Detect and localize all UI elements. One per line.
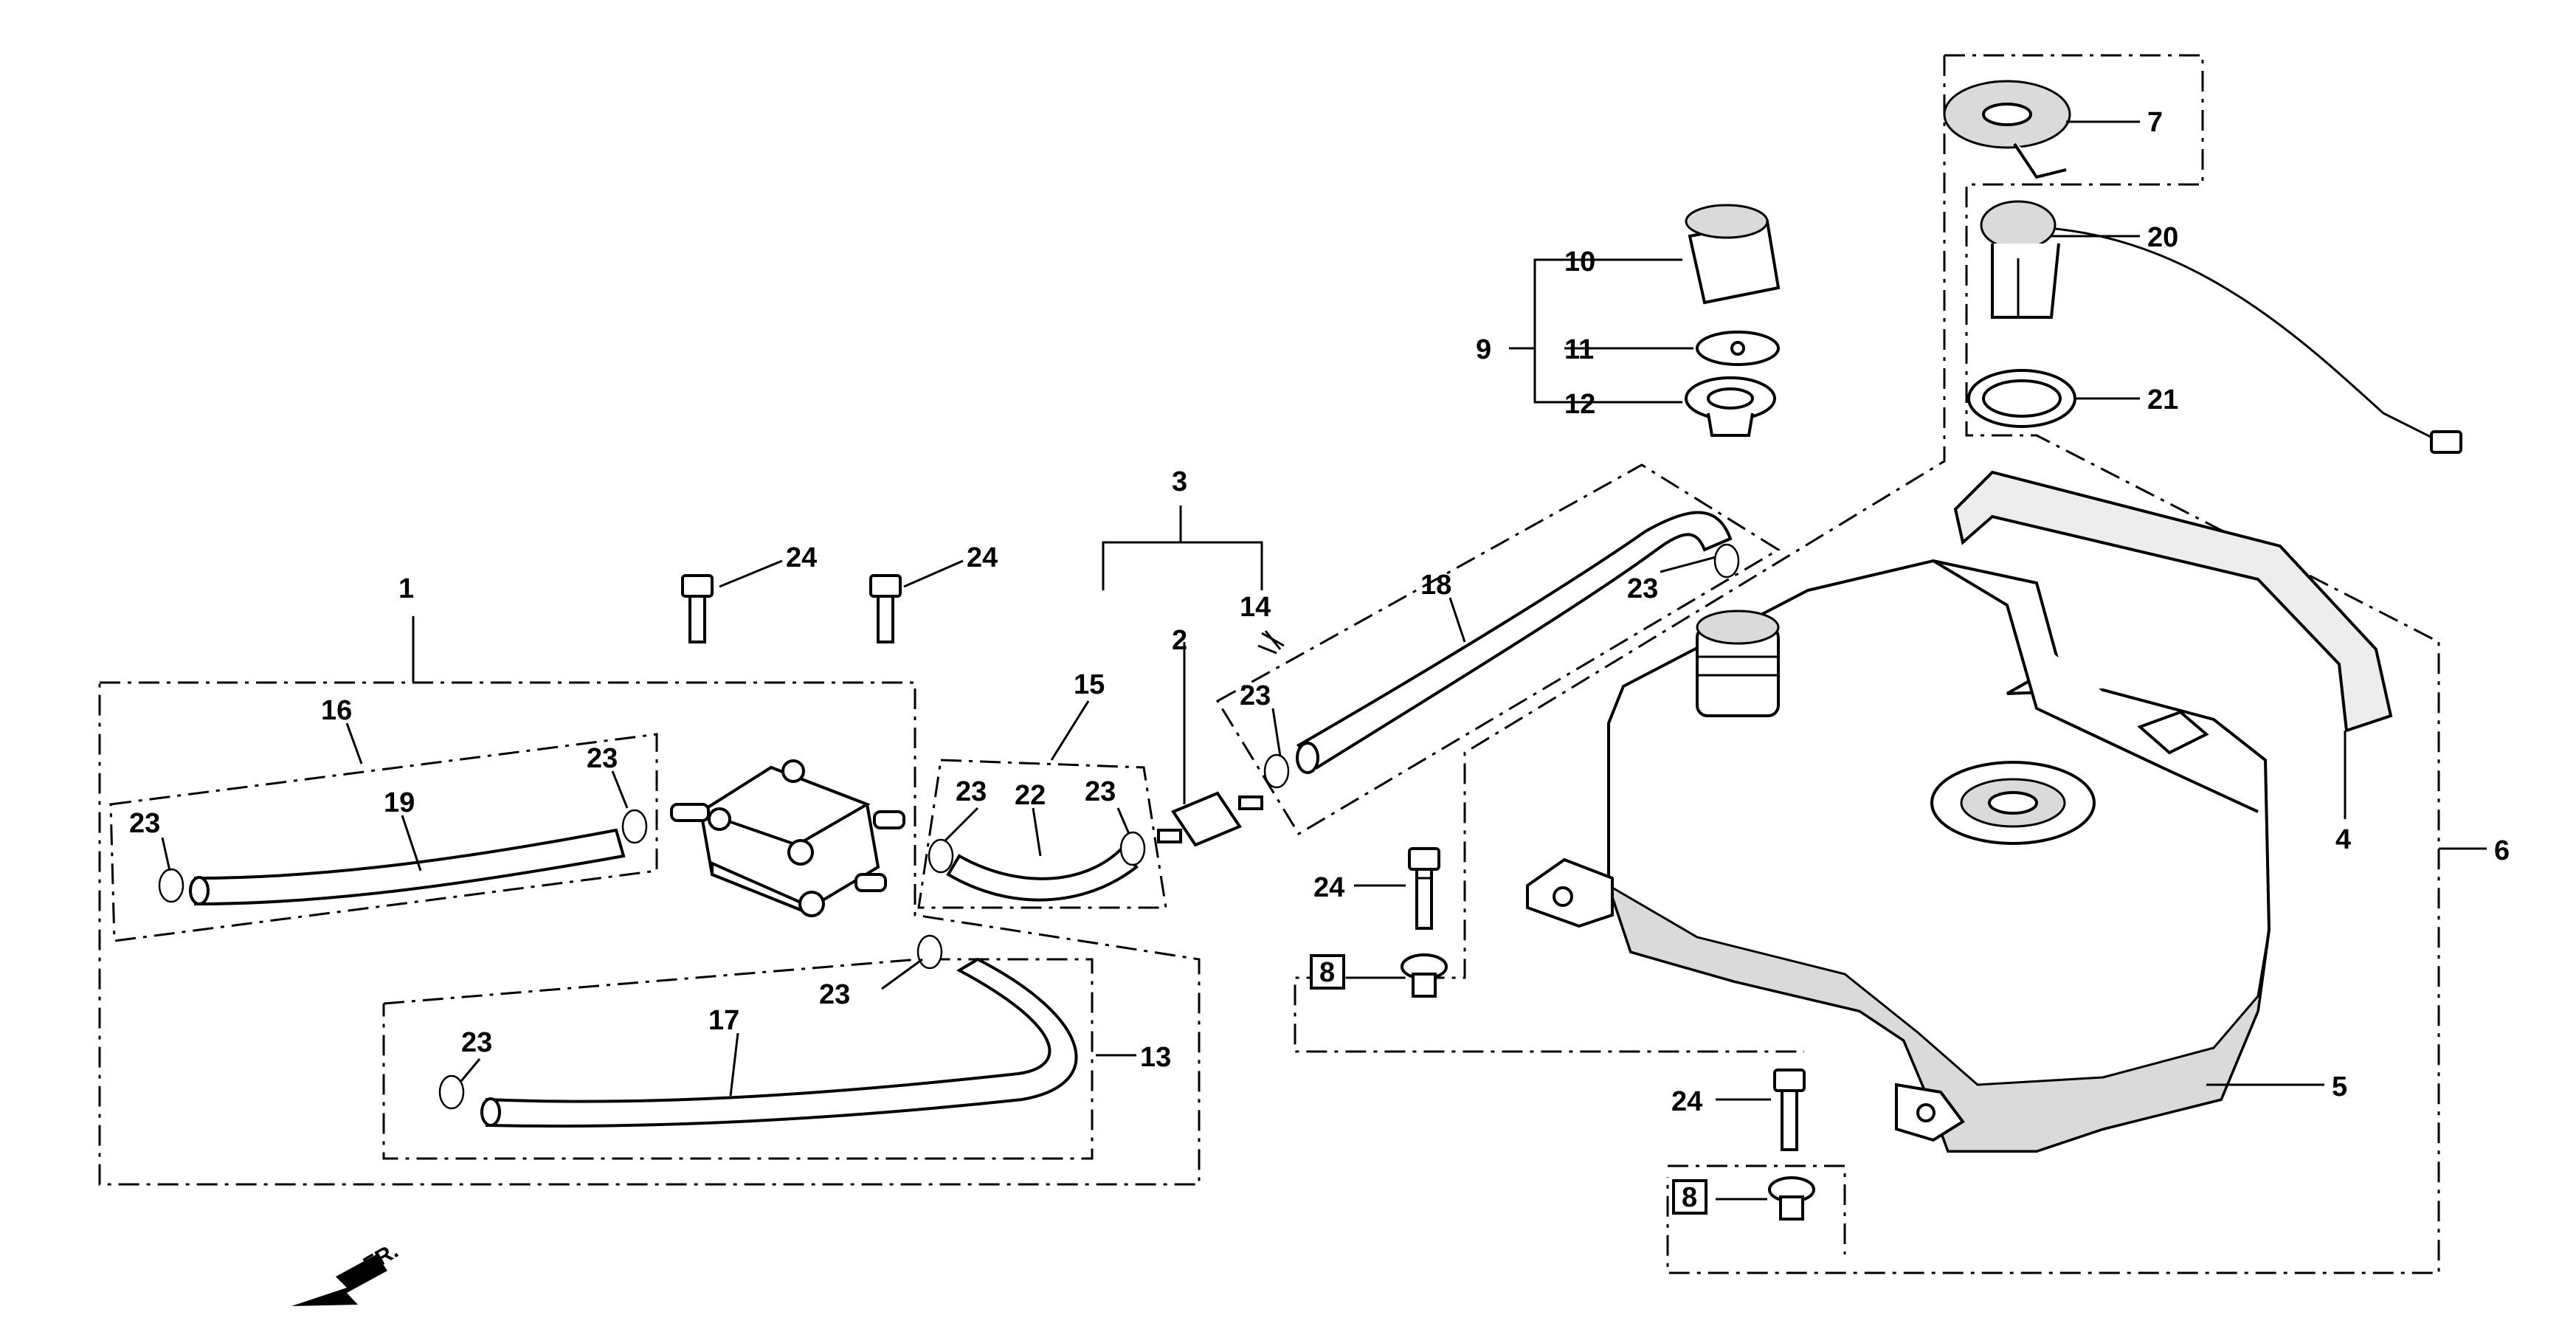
group-13-boundary — [382, 958, 1094, 1160]
callout-8-lower: 8 — [1682, 1182, 1697, 1213]
tank-bolt-lower — [1773, 1069, 1806, 1151]
callout-3: 3 — [1172, 466, 1187, 497]
hose-22 — [946, 846, 1139, 902]
callout-1: 1 — [398, 573, 414, 604]
group-15-boundary — [917, 759, 1167, 909]
callout-15: 15 — [1074, 669, 1105, 700]
callout-23-b: 23 — [587, 743, 618, 774]
callout-21: 21 — [2147, 384, 2178, 415]
callout-8-upper: 8 — [1319, 957, 1335, 988]
callout-22: 22 — [1015, 780, 1046, 811]
callout-23-h: 23 — [461, 1027, 492, 1058]
hose-clamps — [158, 543, 1740, 1110]
fuel-tank — [1526, 559, 2271, 1153]
fuel-filter — [1157, 791, 1263, 847]
cap-seal — [1685, 376, 1776, 437]
hose-19 — [194, 828, 626, 906]
group-14-boundary — [1215, 463, 1781, 836]
callout-23-f: 23 — [1627, 573, 1658, 604]
callout-9: 9 — [1476, 334, 1491, 365]
callout-23-a: 23 — [129, 808, 160, 839]
callout-24-b: 24 — [967, 542, 998, 573]
group-6-boundary — [1666, 54, 2440, 1274]
callout-6: 6 — [2494, 835, 2510, 866]
callout-2: 2 — [1172, 625, 1187, 656]
cap-plate — [1696, 331, 1780, 366]
group-1-boundary — [98, 681, 1201, 1186]
collar-upper — [1401, 953, 1448, 998]
group-8-lower-boundary — [1668, 1164, 1846, 1254]
callout-23-d: 23 — [1085, 776, 1116, 807]
callout-8-box-upper — [1310, 954, 1345, 990]
group-9-bracket — [1533, 258, 1564, 404]
fuel-cap — [1685, 204, 1781, 305]
hose-18 — [1296, 511, 1733, 770]
group-6-left-line — [1294, 55, 1946, 1053]
pump-bolt-left — [681, 574, 714, 643]
callout-14: 14 — [1240, 592, 1271, 623]
leader-lines — [161, 120, 2487, 1201]
callout-11: 11 — [1564, 334, 1594, 365]
callout-19: 19 — [384, 787, 415, 818]
tank-rubber-strip — [1953, 470, 2393, 733]
callout-17: 17 — [708, 1005, 739, 1036]
callout-23-e: 23 — [1240, 680, 1271, 711]
callouts: 1 2 3 4 5 6 7 8 8 9 10 11 12 13 14 15 16… — [129, 107, 2510, 1215]
callout-12: 12 — [1564, 389, 1595, 420]
callout-7: 7 — [2147, 107, 2163, 138]
parts — [158, 80, 2462, 1221]
front-direction-indicator: FR. — [291, 1238, 402, 1306]
callout-20: 20 — [2147, 222, 2178, 253]
group-16-boundary — [109, 733, 658, 942]
callout-23-g: 23 — [819, 979, 850, 1010]
pump-bolt-right — [869, 574, 902, 643]
fuel-unit — [1980, 200, 2462, 454]
front-direction-arrow-icon — [291, 1254, 387, 1306]
collar-lower — [1768, 1176, 1815, 1221]
tank-bolt-upper — [1408, 847, 1440, 930]
hose-17 — [486, 957, 1078, 1128]
fuel-unit-packing — [1967, 369, 2076, 428]
callout-5: 5 — [2332, 1071, 2347, 1102]
group-3-bracket — [1102, 541, 1263, 590]
callout-18: 18 — [1420, 570, 1451, 601]
callout-24-d: 24 — [1671, 1086, 1702, 1117]
group-boundaries — [98, 54, 2440, 1274]
callout-23-c: 23 — [956, 776, 987, 807]
callout-8-box-lower — [1672, 1179, 1707, 1215]
callout-10: 10 — [1564, 246, 1595, 277]
callout-24-c: 24 — [1313, 872, 1344, 903]
callout-24-a: 24 — [786, 542, 817, 573]
callout-13: 13 — [1140, 1042, 1171, 1073]
tank-bracket-7 — [1943, 80, 2071, 179]
callout-4: 4 — [2335, 824, 2351, 855]
fuel-pump — [670, 759, 905, 917]
callout-16: 16 — [321, 695, 352, 726]
